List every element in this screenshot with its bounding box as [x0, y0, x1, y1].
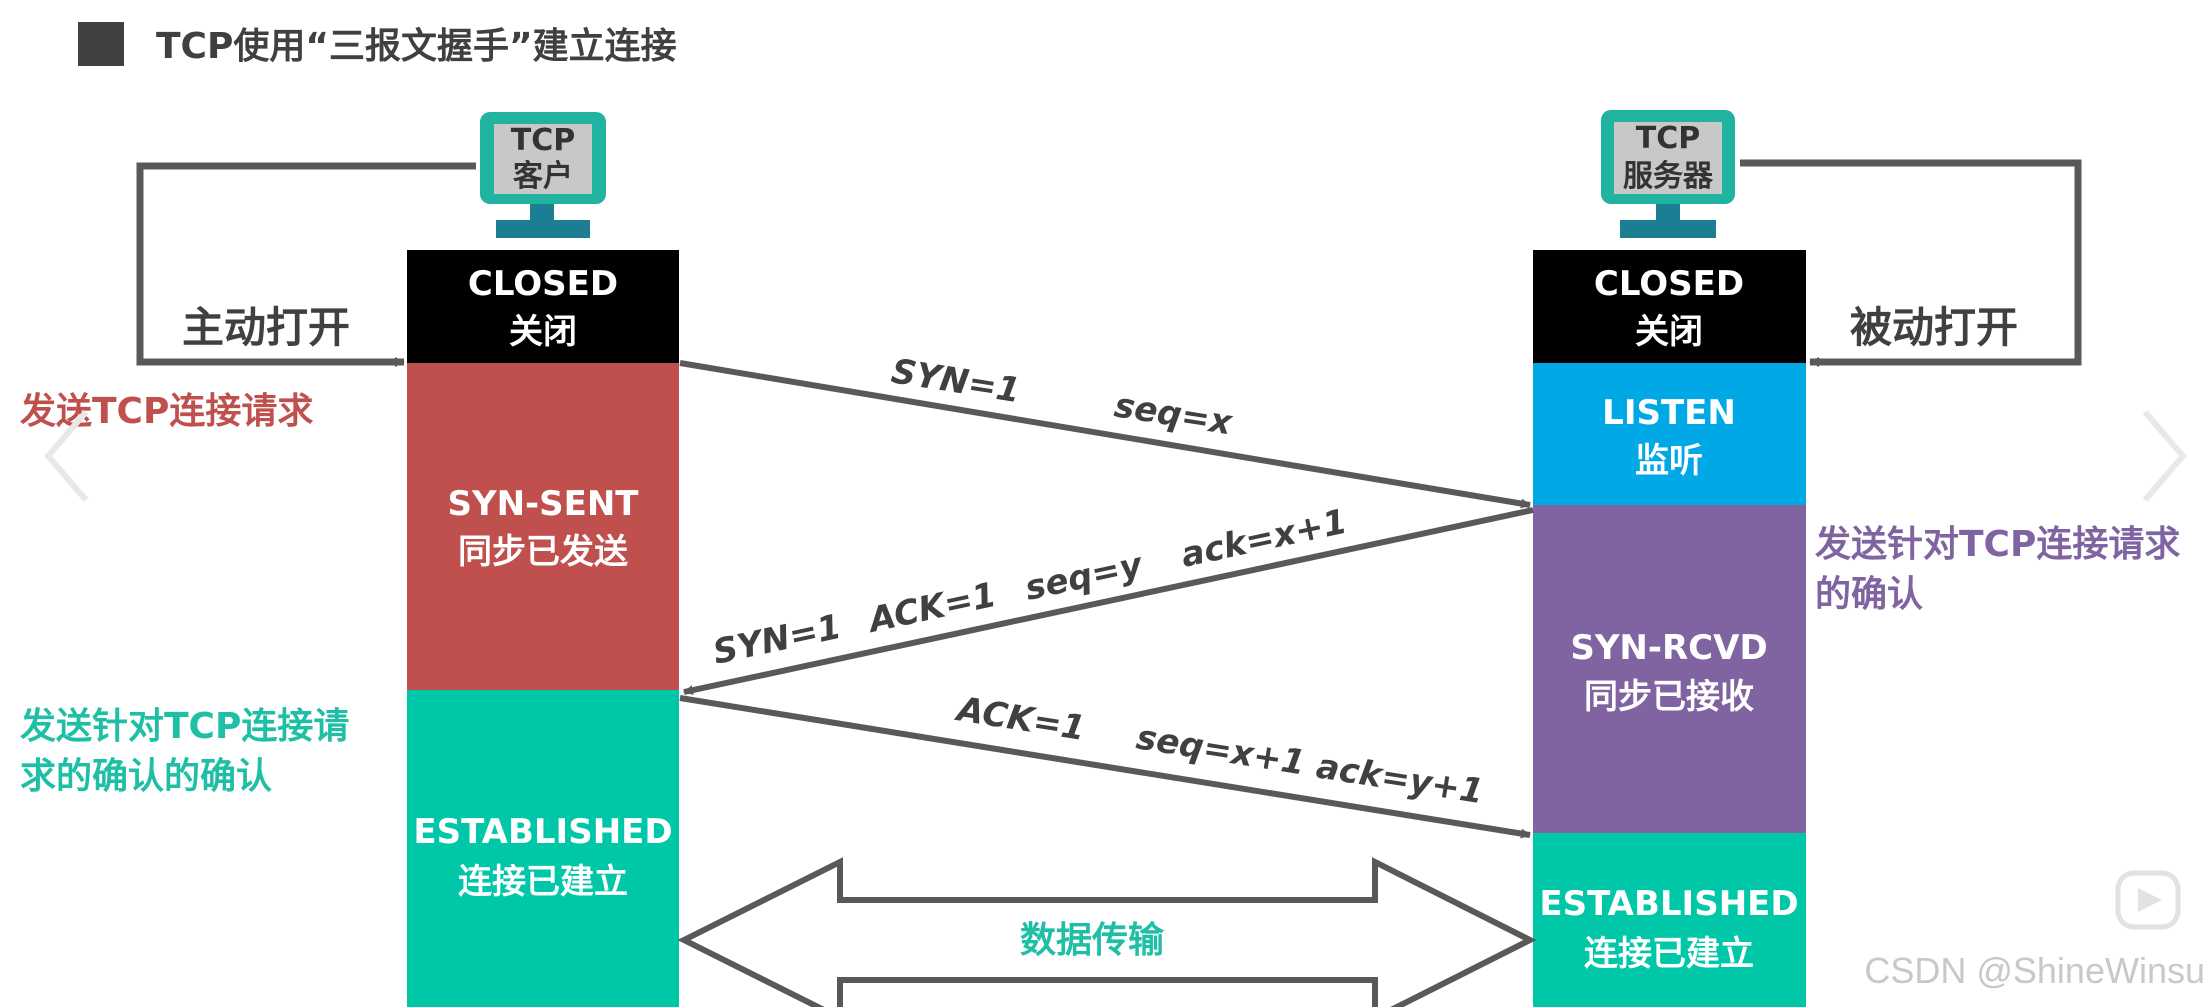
server-state-syn-rcvd: SYN-RCVD 同步已接收	[1533, 505, 1806, 833]
data-transfer-double-arrow	[677, 857, 1537, 1007]
client-confirm-label-line1: 发送针对TCP连接请	[20, 706, 349, 747]
state-label-en: CLOSED	[1594, 264, 1744, 304]
data-transfer-label: 数据传输	[1020, 920, 1165, 961]
state-label-en: ESTABLISHED	[1539, 884, 1798, 924]
client-icon-label-1: TCP	[511, 123, 575, 158]
client-state-closed: CLOSED 关闭	[407, 250, 679, 363]
next-slide-chevron-icon[interactable]	[2142, 410, 2187, 502]
state-label-zh: 监听	[1635, 441, 1703, 481]
server-ack-label-line1: 发送针对TCP连接请求	[1815, 524, 2180, 565]
msg1-seq: seq=x	[1112, 385, 1236, 443]
client-state-syn-sent: SYN-SENT 同步已发送	[407, 363, 679, 690]
server-state-listen: LISTEN 监听	[1533, 363, 1806, 505]
state-label-en: ESTABLISHED	[413, 812, 672, 852]
send-request-label: 发送TCP连接请求	[20, 391, 313, 432]
client-state-established: ESTABLISHED 连接已建立	[407, 690, 679, 1007]
server-open-connector	[1740, 159, 2082, 367]
client-icon-label-2: 客户	[513, 159, 573, 194]
server-icon-label-2: 服务器	[1623, 159, 1714, 194]
msg3-ack-flag: ACK=1	[952, 689, 1088, 749]
server-computer-icon: TCP 服务器	[1601, 110, 1735, 238]
state-label-zh: 连接已建立	[1584, 934, 1754, 974]
state-label-en: SYN-SENT	[447, 484, 639, 524]
client-open-connector	[136, 162, 476, 367]
state-label-en: LISTEN	[1602, 393, 1736, 433]
server-icon-label-1: TCP	[1636, 121, 1700, 156]
server-ack-label-line2: 的确认	[1815, 574, 1923, 615]
syn-arrow	[679, 360, 1531, 509]
server-state-closed: CLOSED 关闭	[1533, 250, 1806, 363]
client-active-open-label: 主动打开	[182, 303, 350, 352]
state-label-en: CLOSED	[468, 264, 618, 304]
ack-arrow	[679, 695, 1531, 839]
state-label-zh: 连接已建立	[458, 862, 628, 902]
state-label-en: SYN-RCVD	[1570, 628, 1767, 668]
prev-slide-chevron-icon[interactable]	[44, 410, 89, 502]
play-icon[interactable]	[2115, 870, 2181, 930]
page-title: TCP使用“三报文握手”建立连接	[156, 26, 677, 67]
client-confirm-label-line2: 求的确认的确认	[20, 756, 272, 797]
state-label-zh: 同步已发送	[458, 532, 628, 572]
state-label-zh: 同步已接收	[1584, 677, 1754, 717]
state-label-zh: 关闭	[1635, 312, 1703, 352]
title-bullet	[78, 22, 124, 66]
syn-ack-arrow	[683, 507, 1534, 696]
watermark: CSDN @ShineWinsu	[1864, 950, 2205, 991]
client-computer-icon: TCP 客户	[480, 112, 606, 238]
server-passive-open-label: 被动打开	[1850, 303, 2018, 352]
state-label-zh: 关闭	[509, 312, 577, 352]
server-state-established: ESTABLISHED 连接已建立	[1533, 833, 1806, 1007]
